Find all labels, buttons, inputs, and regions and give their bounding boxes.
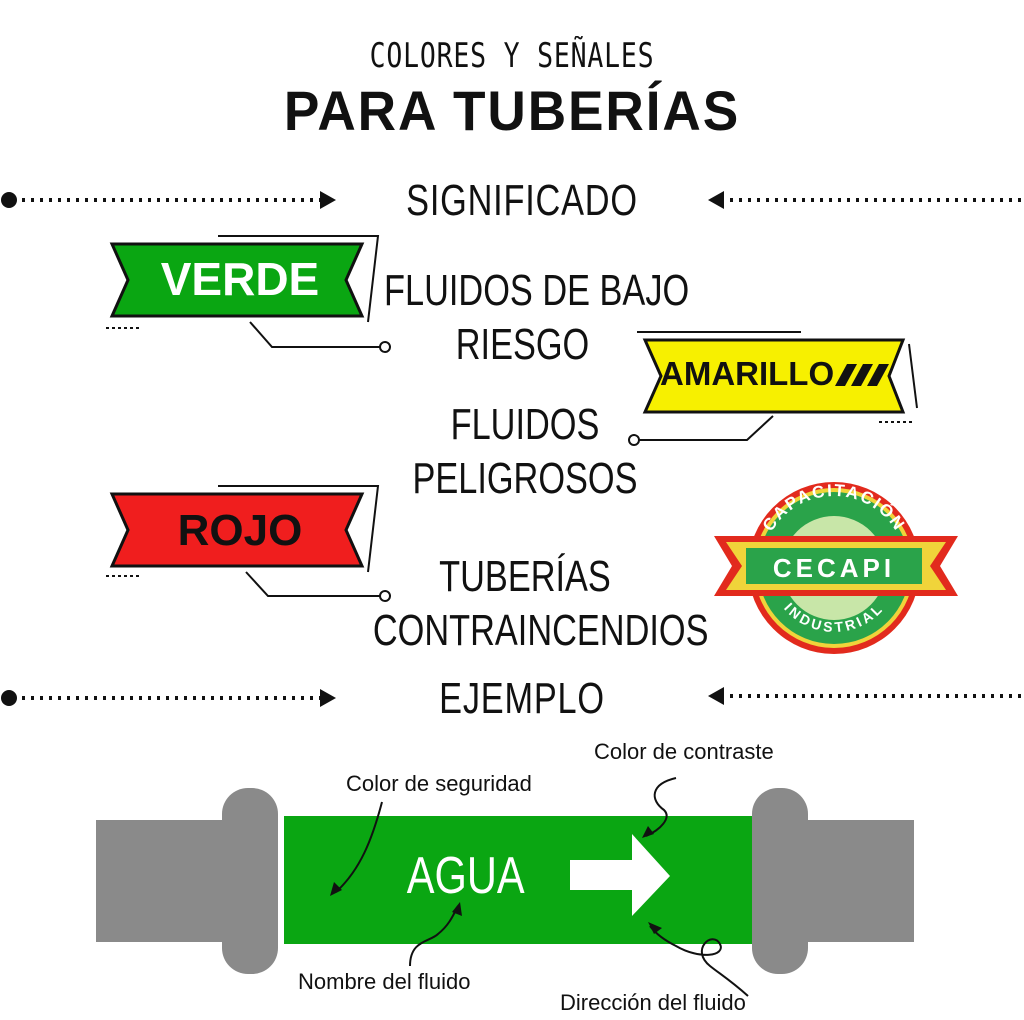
banner-verde-label: VERDE xyxy=(160,253,320,305)
callout-fluid-name: Nombre del fluido xyxy=(298,969,471,994)
cecapi-logo: CAPACITACIÓN CECAPI INDUSTRIAL xyxy=(714,481,958,654)
divider-dot-left xyxy=(1,192,17,208)
banner-amarillo-label: AMARILLO xyxy=(660,355,835,392)
meaning-amarillo-line2: PELIGROSOS xyxy=(412,454,638,503)
banner-amarillo xyxy=(628,331,918,446)
banner-rojo-shape xyxy=(109,492,365,568)
meaning-rojo-line2: CONTRAINCENDIOS xyxy=(372,606,709,655)
pipe-example xyxy=(96,777,914,997)
heading-significado: SIGNIFICADO xyxy=(406,176,638,225)
pipe-left-segment xyxy=(96,820,236,942)
callout-fluid-direction: Dirección del fluido xyxy=(560,990,746,1015)
pipe-left-flange xyxy=(222,788,278,974)
divider-ejemplo xyxy=(1,687,1024,707)
meaning-verde-line1: FLUIDOS DE BAJO xyxy=(384,266,690,315)
callout-contrast-color: Color de contraste xyxy=(594,739,774,764)
heading-ejemplo: EJEMPLO xyxy=(439,674,605,723)
arrow-right-icon xyxy=(320,689,336,707)
divider-dot-left xyxy=(1,690,17,706)
flow-direction-arrow-icon xyxy=(570,834,670,916)
banner-verde-shape xyxy=(109,242,365,318)
logo-center-text: CECAPI xyxy=(773,553,895,583)
meaning-rojo-line1: TUBERÍAS xyxy=(439,552,611,601)
arrow-left-icon xyxy=(708,191,724,209)
banner-amarillo-shape xyxy=(642,338,906,414)
pipe-safety-band xyxy=(284,816,754,944)
arrow-left-icon xyxy=(708,687,724,705)
banner-rojo xyxy=(106,485,391,602)
subtitle: COLORES Y SEÑALES xyxy=(369,36,655,76)
pipe-fluid-name: AGUA xyxy=(406,847,525,905)
page-title: PARA TUBERÍAS xyxy=(283,79,741,142)
banner-verde xyxy=(106,235,391,353)
arrow-right-icon xyxy=(320,191,336,209)
meaning-verde-line2: RIESGO xyxy=(455,320,590,369)
pipe-right-segment xyxy=(794,820,914,942)
divider-significado xyxy=(1,191,1024,209)
callout-safety-color: Color de seguridad xyxy=(346,771,532,796)
banner-rojo-label: ROJO xyxy=(177,506,303,555)
meaning-amarillo-line1: FLUIDOS xyxy=(450,400,600,449)
